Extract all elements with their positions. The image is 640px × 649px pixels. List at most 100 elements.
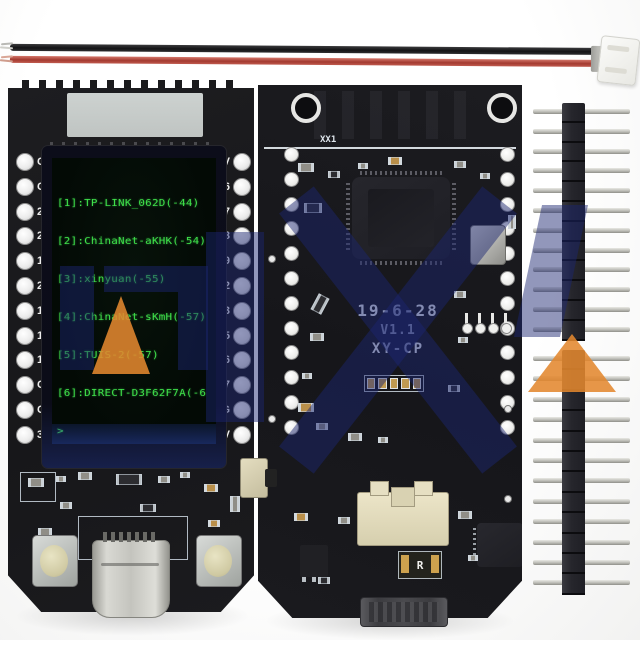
r-marking: R [416, 558, 424, 572]
smd-component [56, 476, 66, 482]
pin-hole [233, 277, 251, 295]
smd-component [338, 517, 350, 524]
pin-header-strip [533, 350, 630, 595]
pin-hole [16, 177, 34, 196]
wifi-scan-line: [2]:ChinaNet-aKHK(-54) [57, 236, 207, 247]
pin-label: G [37, 400, 46, 420]
header-segment [562, 470, 585, 473]
pin-hole [500, 196, 515, 212]
smd-component [454, 161, 466, 168]
wifi-scan-line: [5]:TUIS-2(-57) [57, 350, 159, 361]
pin-hole [284, 171, 299, 187]
smd-component [230, 496, 240, 512]
pin-hole [233, 425, 251, 444]
pin-hole [233, 376, 251, 395]
probe-pad [504, 313, 507, 325]
smd-component [28, 478, 44, 487]
pin-hole [284, 246, 299, 262]
header-segment [562, 160, 585, 163]
pin-label: G [37, 177, 46, 197]
silkscreen-text: 19-6-28 V1.1 XY-CP [340, 301, 456, 357]
pin-hole [500, 419, 515, 435]
pin-hole [284, 320, 299, 336]
via [268, 415, 276, 423]
via [268, 255, 276, 263]
chip-pins [452, 183, 456, 253]
smd-component [468, 555, 478, 561]
pin-hole [500, 295, 515, 311]
boot-button [196, 535, 242, 587]
smd-component [158, 476, 170, 483]
solder-pads-row [364, 375, 424, 392]
wifi-scan-line: [1]:TP-LINK_062D(-44) [57, 198, 200, 209]
header-segment [562, 450, 585, 452]
smd-component [508, 215, 516, 229]
antenna-label: XX1 [320, 135, 337, 145]
pin-hole [284, 345, 299, 361]
pin-hole [233, 227, 251, 246]
mounting-hole [291, 93, 321, 123]
esp32-board-back: XX1 19-6-28 V1.1 XY-CP R [258, 85, 522, 618]
display-screen: [1]:TP-LINK_062D(-44) [2]:ChinaNet-aKHK(… [52, 158, 216, 444]
header-segment [562, 219, 585, 222]
smd-component [318, 577, 330, 584]
header-segment [562, 388, 585, 391]
crystal-oscillator [470, 225, 506, 265]
pin-row: 2 [16, 276, 43, 296]
pin-row: G [16, 400, 46, 420]
header-segment [562, 120, 585, 123]
mounting-hole [487, 93, 517, 123]
smd-component [298, 163, 314, 172]
wifi-scan-line: [3]:xinyuan(-55) [57, 274, 166, 285]
regulator-ic [300, 545, 328, 582]
probe-pad [491, 313, 494, 325]
header-segment [562, 552, 585, 554]
silkscreen-version: V1.1 [380, 323, 416, 338]
pin-hole [233, 326, 251, 345]
header-segment [562, 299, 585, 301]
pin-hole [16, 153, 34, 171]
pin-hole [284, 295, 299, 311]
smd-component [358, 163, 368, 169]
header-segment [562, 592, 585, 595]
pin-hole [284, 395, 299, 410]
header-segment [562, 511, 585, 514]
header-segment [562, 409, 585, 412]
pin-hole [500, 147, 515, 162]
pin-hole [233, 153, 251, 171]
smd-component [348, 433, 362, 441]
pin-hole [284, 221, 299, 237]
pin-header-strip [533, 103, 630, 341]
header-segment [562, 239, 585, 242]
red-wire [9, 55, 598, 67]
pin-hole [500, 171, 515, 187]
esp32-board-front: G G 21 22 17 2 [8, 88, 254, 612]
smd-component [310, 333, 324, 341]
smd-component [294, 513, 308, 521]
power-switch [240, 458, 277, 498]
pin-hole [500, 345, 515, 361]
pin-hole [284, 419, 299, 435]
header-segment [562, 318, 585, 321]
pin-hole [16, 351, 34, 370]
wifi-scan-line: [4]:ChinaNet-sKmH(-57) [57, 312, 207, 323]
usb-c-port-back [360, 597, 448, 627]
smd-component [378, 437, 388, 443]
smd-component [458, 337, 468, 343]
smd-component [208, 520, 220, 527]
reset-button [32, 535, 78, 587]
via [504, 405, 512, 413]
jst-connector [596, 35, 640, 87]
probe-pad [501, 323, 512, 334]
pin-hole [233, 202, 251, 221]
smd-component [448, 385, 460, 392]
wifi-scan-line: [6]:DIRECT-D3F62F7A(-6 [57, 388, 207, 399]
black-wire [9, 43, 599, 55]
flash-chip [473, 523, 522, 567]
smd-component [310, 293, 330, 315]
pin-hole [16, 202, 34, 221]
pin-hole [233, 301, 251, 320]
header-segment [562, 490, 585, 493]
header-segment [562, 200, 585, 202]
